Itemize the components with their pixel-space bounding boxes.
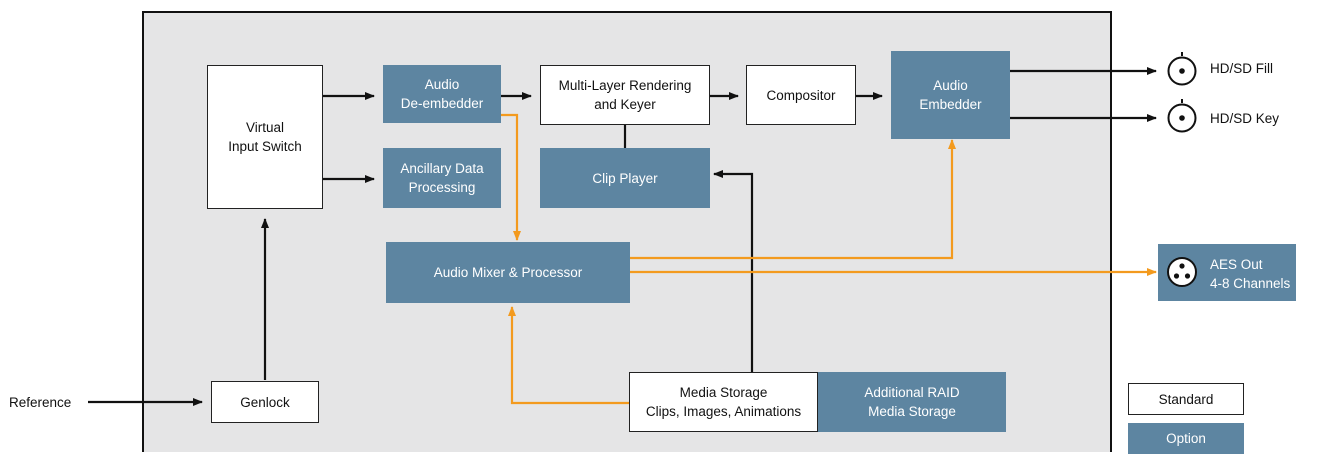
multilayer-rendering-block: Multi-Layer Rendering and Keyer	[540, 65, 710, 125]
virtual-input-switch-block: Virtual Input Switch	[207, 65, 323, 209]
legend-option: Option	[1128, 423, 1244, 454]
genlock-block: Genlock	[211, 381, 319, 423]
video-connections	[88, 67, 1157, 406]
reference-label: Reference	[9, 395, 72, 410]
compositor-block: Compositor	[746, 65, 856, 125]
hd-sd-key-label: HD/SD Key	[1210, 111, 1280, 126]
audio-embedder-block: Audio Embedder	[891, 51, 1010, 139]
mixer-to-embedder-arrow	[630, 139, 956, 260]
additional-raid-block: Additional RAID Media Storage	[818, 372, 1006, 432]
audio-connections	[501, 113, 1157, 405]
xlr-connector-icon	[1167, 257, 1197, 287]
storage-to-clip-player-arrow	[713, 170, 754, 372]
deembedder-to-mixer-arrow	[501, 113, 521, 241]
legend-standard: Standard	[1128, 383, 1244, 415]
bnc-connector-icon	[1167, 99, 1197, 133]
audio-mixer-block: Audio Mixer & Processor	[386, 242, 630, 303]
storage-to-mixer-arrow	[508, 306, 629, 405]
aes-out-label: AES Out 4-8 Channels	[1210, 257, 1291, 291]
bnc-connector-icon	[1167, 52, 1197, 86]
media-storage-block: Media Storage Clips, Images, Animations	[629, 372, 818, 432]
audio-deembedder-block: Audio De-embedder	[383, 65, 501, 123]
hd-sd-fill-label: HD/SD Fill	[1210, 61, 1273, 76]
clip-player-block: Clip Player	[540, 148, 710, 208]
ancillary-data-block: Ancillary Data Processing	[383, 148, 501, 208]
